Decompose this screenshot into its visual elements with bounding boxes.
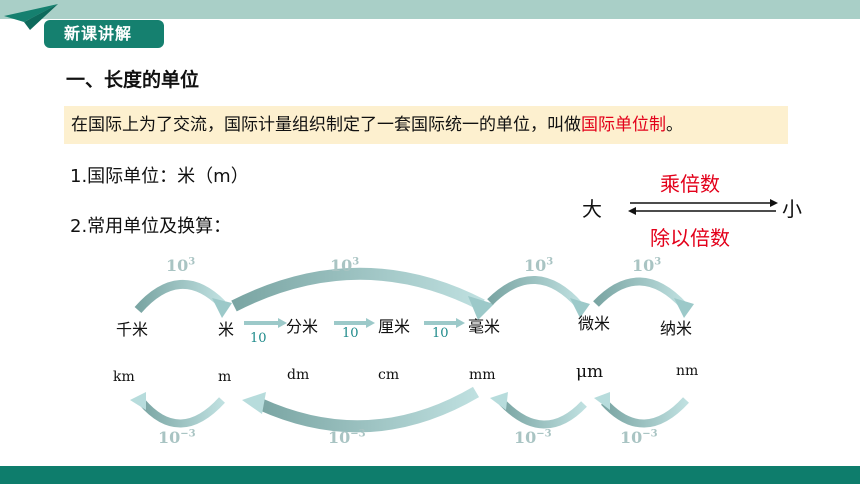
unit-symbol: cm <box>378 367 400 383</box>
arc-m-mm <box>231 267 485 312</box>
divide-label: 除以倍数 <box>650 226 730 250</box>
si-unit-item: 1.国际单位：米（m） <box>70 166 249 187</box>
arc-um-nm <box>593 277 687 309</box>
conversion-rule: 乘倍数 除以倍数 大 小 <box>560 160 820 255</box>
multiply-label: 乘倍数 <box>660 172 720 196</box>
conversion-item: 2.常用单位及换算： <box>70 216 232 237</box>
arc-um-mm-head <box>490 392 508 410</box>
factor-up-label: 103 <box>330 256 360 275</box>
arc-m-mm-head <box>468 296 494 320</box>
factor-down-label: 10−3 <box>620 428 658 447</box>
factor-down-label: 10−3 <box>328 428 366 447</box>
bottom-bar <box>0 466 860 484</box>
unit-symbol: mm <box>469 367 496 383</box>
unit-symbol: m <box>218 369 232 385</box>
arrow-cm-mm-head <box>456 318 465 328</box>
big-label: 大 <box>582 197 602 221</box>
factor-ten-label: 10 <box>250 331 267 346</box>
arc-um-mm <box>499 399 587 429</box>
unit-name: 毫米 <box>468 317 501 336</box>
arc-mm-um-head <box>570 298 590 318</box>
arc-nm-um-head <box>594 392 610 410</box>
unit-name: 厘米 <box>378 317 411 336</box>
unit-name: 千米 <box>116 320 149 339</box>
section-heading: 一、长度的单位 <box>66 69 200 91</box>
small-label: 小 <box>782 197 802 221</box>
arc-mm-m-head <box>242 392 266 414</box>
unit-name: 米 <box>218 320 235 339</box>
factor-up-label: 103 <box>524 256 554 275</box>
arrow-dm-cm-head <box>366 318 375 328</box>
paper-plane-icon <box>4 4 58 30</box>
arc-km-m-head <box>212 298 232 318</box>
unit-symbol: μm <box>576 362 604 382</box>
unit-name: 纳米 <box>660 319 693 338</box>
factor-ten-label: 10 <box>342 326 359 341</box>
unit-symbol: nm <box>676 363 699 379</box>
arc-um-nm-head <box>674 298 694 318</box>
callout-tail: 。 <box>666 115 683 135</box>
top-bar <box>0 0 860 19</box>
arc-m-km <box>138 397 225 428</box>
unit-name: 分米 <box>286 317 319 336</box>
arc-km-m <box>134 279 226 314</box>
arc-mm-um <box>487 276 584 309</box>
factor-up-label: 103 <box>166 256 196 275</box>
definition-callout: 在国际上为了交流，国际计量组织制定了一套国际统一的单位，叫做国际单位制。 <box>64 106 788 144</box>
unit-symbol: km <box>113 369 135 385</box>
callout-text: 在国际上为了交流，国际计量组织制定了一套国际统一的单位，叫做 <box>71 115 581 135</box>
factor-down-label: 10−3 <box>158 428 196 447</box>
factor-down-label: 10−3 <box>514 428 552 447</box>
arc-nm-um <box>601 397 689 428</box>
unit-symbol: dm <box>287 367 310 383</box>
arc-m-km-head <box>130 392 146 410</box>
factor-ten-label: 10 <box>432 326 449 341</box>
arc-mm-m <box>257 386 480 433</box>
unit-name: 微米 <box>578 314 611 333</box>
callout-highlight: 国际单位制 <box>581 115 666 135</box>
factor-up-label: 103 <box>632 256 662 275</box>
section-badge: 新课讲解 <box>44 20 164 48</box>
double-arrow-icon <box>628 199 778 215</box>
arrow-m-dm-head <box>278 318 287 328</box>
